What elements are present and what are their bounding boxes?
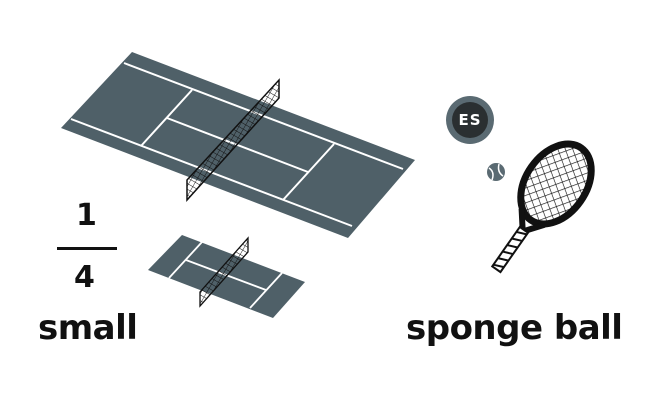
full-court bbox=[61, 52, 415, 238]
mini-net bbox=[199, 236, 249, 308]
sponge-ball-label: sponge ball bbox=[406, 308, 623, 348]
fraction-numerator: 1 bbox=[76, 198, 97, 233]
tennis-ball-icon bbox=[487, 163, 505, 181]
fraction-denominator: 4 bbox=[74, 260, 95, 295]
racket-icon bbox=[490, 140, 595, 274]
fraction-bar bbox=[57, 247, 117, 250]
net bbox=[186, 78, 280, 202]
mini-court bbox=[148, 235, 305, 318]
badge bbox=[446, 96, 494, 144]
small-label: small bbox=[38, 308, 138, 348]
badge-text: ES bbox=[458, 111, 482, 129]
